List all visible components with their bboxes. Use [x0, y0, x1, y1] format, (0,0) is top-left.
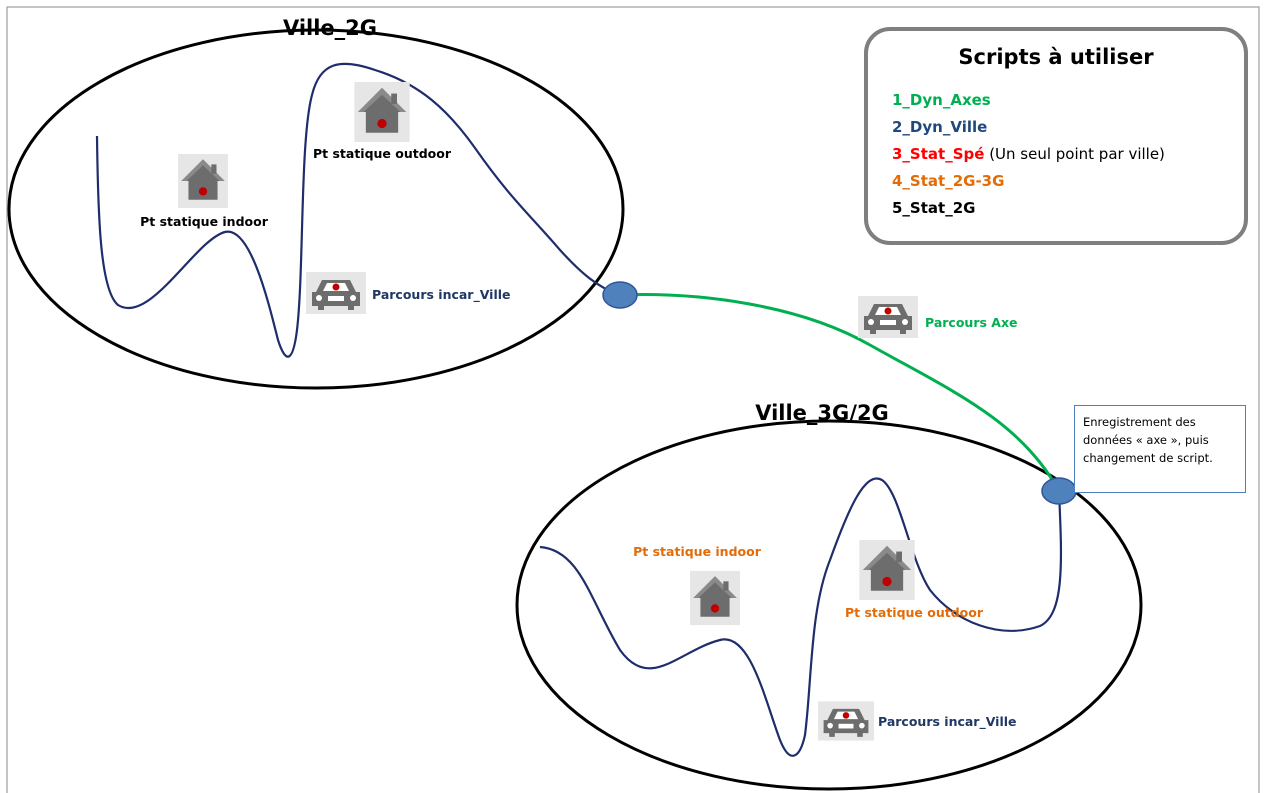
- label-indoor-city-1: Pt statique indoor: [140, 214, 269, 229]
- diagram-frame: [6, 6, 1260, 793]
- legend-item-text: 4_Stat_2G-3G: [892, 172, 1005, 190]
- label-outdoor-city-1: Pt statique outdoor: [313, 146, 452, 161]
- callout-note: Enregistrement des données « axe », puis…: [1074, 405, 1246, 493]
- callout-line-1: Enregistrement des: [1083, 415, 1196, 429]
- car-icon: [818, 701, 874, 741]
- axis-route-line: [619, 293, 1061, 492]
- city-ellipse-ville-2g: [7, 28, 625, 390]
- house-icon: [859, 540, 915, 600]
- legend-item-1: 1_Dyn_Axes: [892, 91, 991, 109]
- legend-item-text: 5_Stat_2G: [892, 199, 976, 217]
- callout-line-3: changement de script.: [1083, 451, 1213, 465]
- legend-item-5: 5_Stat_2G: [892, 199, 975, 217]
- legend-item-note: (Un seul point par ville): [984, 145, 1165, 163]
- house-icon: [354, 82, 410, 142]
- label-outdoor-city-2: Pt statique outdoor: [845, 605, 984, 620]
- label-axis-route: Parcours Axe: [925, 315, 1018, 330]
- car-icon: [858, 296, 918, 338]
- node-city-2-entry: [1041, 477, 1077, 505]
- legend-item-3: 3_Stat_Spé (Un seul point par ville): [892, 145, 1165, 163]
- legend-item-4: 4_Stat_2G-3G: [892, 172, 1004, 190]
- legend-title: Scripts à utiliser: [958, 45, 1154, 69]
- car-icon: [306, 272, 366, 314]
- legend-item-text: 3_Stat_Spé: [892, 145, 985, 163]
- callout-line-2: données « axe », puis: [1083, 433, 1209, 447]
- city-ellipse-ville-3g-2g: [515, 419, 1143, 791]
- legend-item-2: 2_Dyn_Ville: [892, 118, 987, 136]
- scripts-legend: Scripts à utiliser 1_Dyn_Axes 2_Dyn_Vill…: [864, 27, 1248, 245]
- city-route-ville-2g: [95, 62, 621, 358]
- node-city-1-exit: [602, 281, 638, 309]
- house-icon: [178, 154, 228, 208]
- legend-item-text: 1_Dyn_Axes: [892, 91, 991, 109]
- city-route-ville-3g-2g: [539, 477, 1063, 757]
- legend-item-text: 2_Dyn_Ville: [892, 118, 988, 136]
- label-route-city-1: Parcours incar_Ville: [372, 287, 511, 303]
- city-title-ville-3g-2g: Ville_3G/2G: [755, 401, 889, 425]
- label-route-city-2: Parcours incar_Ville: [878, 714, 1017, 730]
- city-title-ville-2g: Ville_2G: [283, 16, 377, 40]
- house-icon: [690, 570, 740, 626]
- label-indoor-city-2: Pt statique indoor: [633, 544, 762, 559]
